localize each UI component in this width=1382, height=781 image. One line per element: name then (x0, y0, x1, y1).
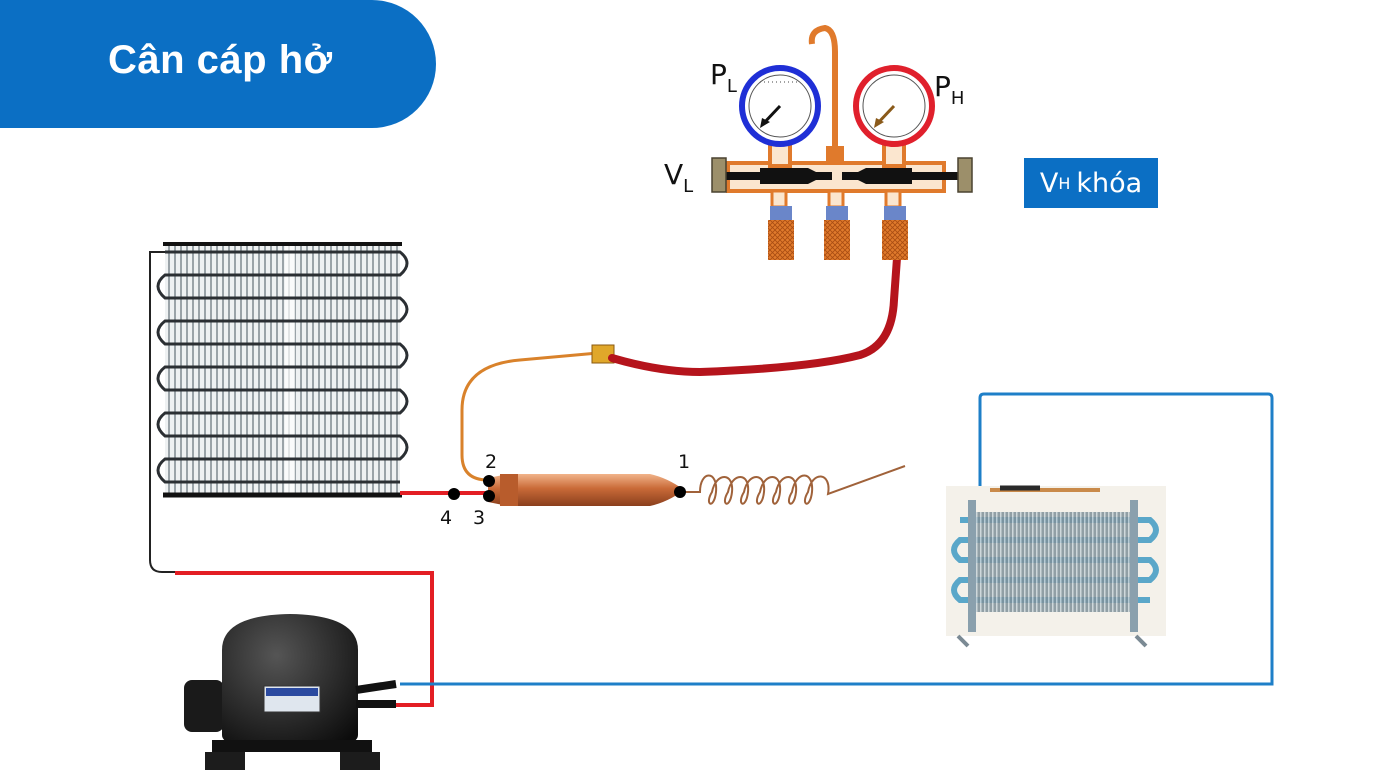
filter-drier (488, 474, 684, 506)
point-label-2: 2 (485, 451, 497, 473)
high-side-hose (608, 254, 901, 377)
manifold-gauge-set: PL PH VL (664, 24, 973, 260)
charging-copper-line (460, 351, 599, 482)
low-gauge-label: PL (710, 58, 737, 97)
low-pressure-gauge (739, 65, 821, 147)
page-title: Cân cáp hở (108, 38, 333, 82)
low-valve-knob (711, 157, 727, 193)
high-valve-sub: H (1058, 173, 1071, 193)
high-gauge-label: PH (934, 70, 964, 109)
point-3 (483, 490, 495, 502)
high-valve-letter: V (1039, 167, 1059, 199)
port-low (768, 189, 794, 260)
low-valve-label: VL (664, 158, 693, 197)
evaporator (946, 485, 1166, 648)
point-4 (448, 488, 460, 500)
port-center (824, 189, 850, 260)
high-valve-knob (957, 157, 973, 193)
point-1 (674, 486, 686, 498)
compressor (184, 614, 397, 770)
discharge-pipe (175, 571, 434, 707)
point-label-1: 1 (678, 451, 690, 473)
high-pressure-gauge (853, 65, 935, 147)
capillary-tube (684, 465, 906, 505)
condenser (149, 242, 409, 573)
point-label-3: 3 (473, 507, 485, 529)
point-2 (483, 475, 495, 487)
high-valve-state: khóa (1076, 167, 1143, 199)
point-markers: 1 2 3 4 (440, 451, 690, 529)
suction-pipe (400, 392, 1274, 686)
point-label-4: 4 (440, 507, 452, 529)
title-banner: Cân cáp hở (0, 0, 436, 128)
manifold-hook (808, 24, 838, 150)
port-high (882, 189, 908, 260)
